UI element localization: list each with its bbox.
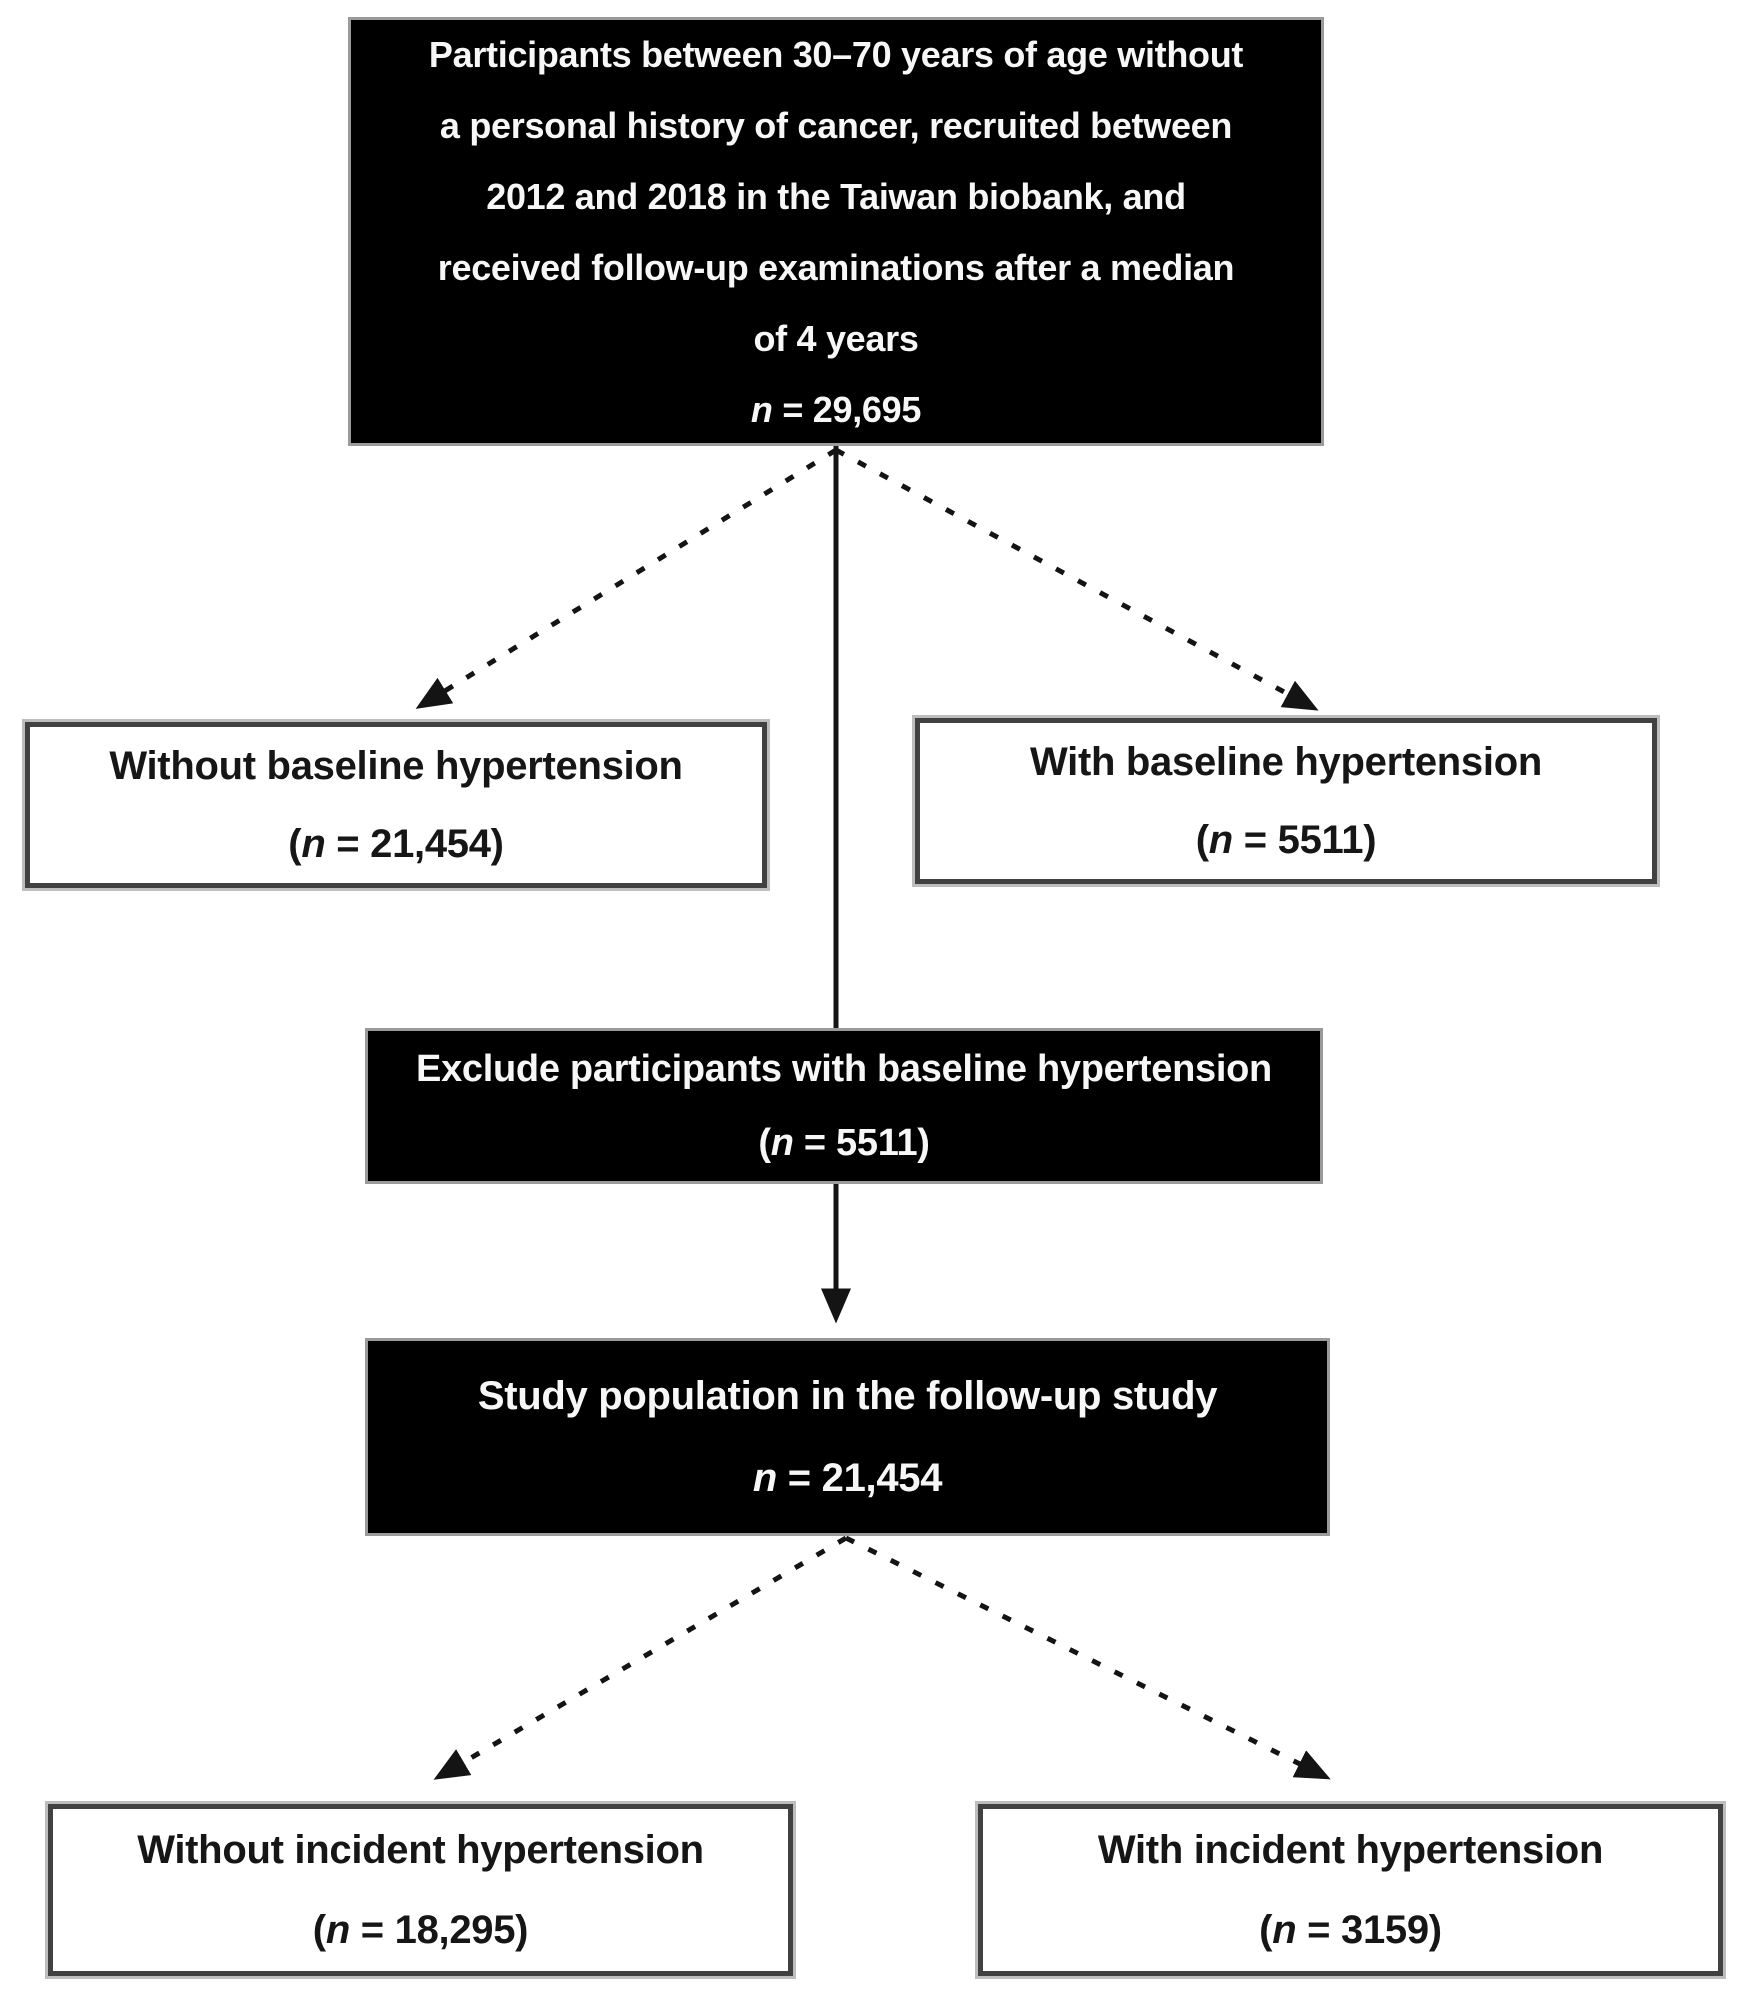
box-participants-line-4: received follow-up examinations after a … bbox=[437, 246, 1235, 288]
arrow-participants-to-without-baseline bbox=[415, 447, 838, 709]
box-without-incident-title: Without incident hypertension bbox=[137, 1828, 704, 1872]
box-exclude-count: (n = 5511) bbox=[758, 1122, 930, 1164]
box-with-incident-title: With incident hypertension bbox=[1097, 1828, 1604, 1872]
box-with-incident-count: (n = 3159) bbox=[1259, 1908, 1442, 1952]
box-exclude-baseline-hypertension: Exclude participants with baseline hyper… bbox=[365, 1028, 1323, 1184]
box-without-incident-count: (n = 18,295) bbox=[312, 1908, 529, 1952]
box-participants-line-2: a personal history of cancer, recruited … bbox=[439, 104, 1233, 146]
box-without-baseline-count: (n = 21,454) bbox=[288, 822, 504, 866]
box-without-baseline-hypertension: Without baseline hypertension (n = 21,45… bbox=[25, 722, 767, 888]
box-with-baseline-title: With baseline hypertension bbox=[1030, 740, 1542, 784]
box-participants-line-1: Participants between 30–70 years of age … bbox=[428, 33, 1244, 75]
box-participants-count: n = 29,695 bbox=[750, 388, 922, 430]
box-participants-line-3: 2012 and 2018 in the Taiwan biobank, and bbox=[486, 175, 1186, 217]
box-exclude-title: Exclude participants with baseline hyper… bbox=[416, 1048, 1272, 1090]
box-study-title: Study population in the follow-up study bbox=[477, 1374, 1218, 1418]
box-with-incident-hypertension: With incident hypertension (n = 3159) bbox=[978, 1804, 1723, 1976]
arrow-study-to-with-incident bbox=[844, 1535, 1331, 1780]
box-participants-line-5: of 4 years bbox=[753, 317, 919, 359]
box-with-baseline-hypertension: With baseline hypertension (n = 5511) bbox=[915, 718, 1657, 884]
box-study-population: Study population in the follow-up study … bbox=[365, 1338, 1330, 1536]
box-without-baseline-title: Without baseline hypertension bbox=[109, 744, 683, 788]
box-with-baseline-count: (n = 5511) bbox=[1195, 818, 1377, 862]
arrow-study-to-without-incident bbox=[433, 1535, 848, 1780]
arrow-participants-to-with-baseline bbox=[834, 447, 1319, 711]
box-without-incident-hypertension: Without incident hypertension (n = 18,29… bbox=[48, 1804, 793, 1976]
box-participants: Participants between 30–70 years of age … bbox=[348, 17, 1324, 446]
box-study-count: n = 21,454 bbox=[752, 1456, 943, 1500]
